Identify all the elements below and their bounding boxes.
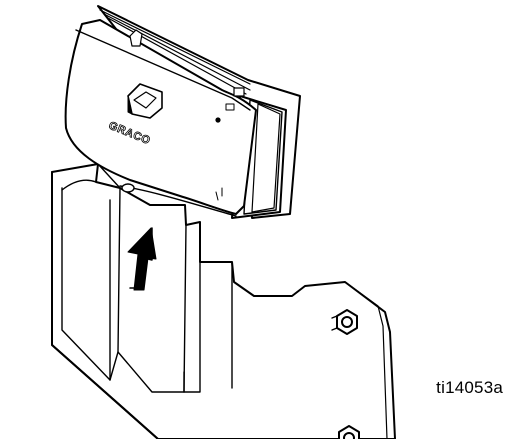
mounting-bracket [51, 163, 396, 440]
hex-bolt-upper [331, 309, 358, 335]
arrow-up-icon [127, 227, 157, 291]
display-module [64, 5, 301, 219]
figure-reference-label: ti14053a [436, 378, 503, 397]
